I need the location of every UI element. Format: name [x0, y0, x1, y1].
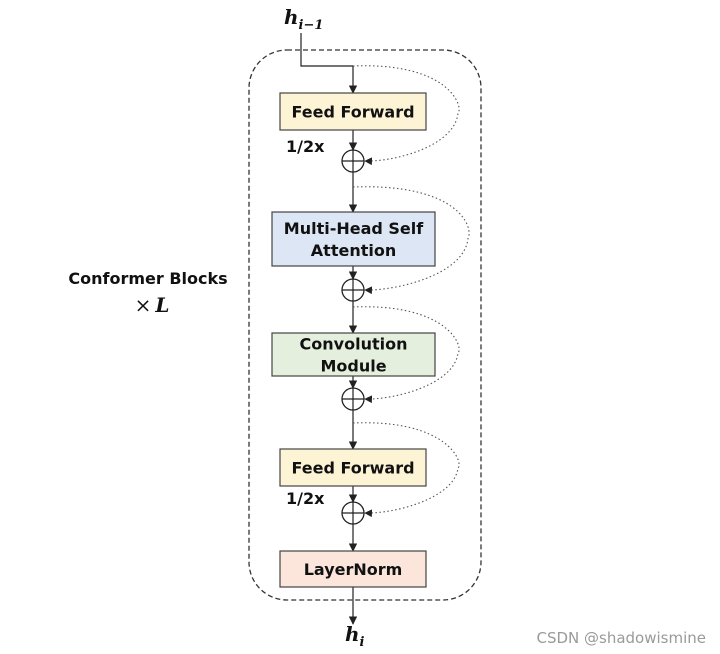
watermark: CSDN @shadowismine	[536, 629, 706, 647]
block-ln-label: LayerNorm	[304, 560, 403, 579]
block-ln	[279, 550, 427, 588]
block-conv	[271, 332, 436, 377]
input-label: hi−1	[284, 5, 323, 33]
block-conv-label: Module	[320, 357, 386, 376]
input-line	[300, 33, 353, 67]
block-ff1	[279, 92, 427, 131]
block-conv-label: Convolution	[300, 335, 408, 354]
residual-connection	[352, 186, 470, 295]
block-repeat: ×L	[135, 293, 170, 317]
block-mhsa	[271, 211, 436, 267]
block-title: Conformer Blocks	[68, 269, 227, 288]
output-label: hi	[345, 622, 365, 650]
block-mhsa-label: Multi-Head Self	[284, 219, 424, 238]
block-ff2	[279, 448, 427, 487]
scale-label: 1/2x	[286, 489, 325, 508]
block-mhsa-label: Attention	[311, 241, 396, 260]
scale-label: 1/2x	[286, 137, 325, 156]
residual-connection	[352, 65, 460, 166]
block-ff1-label: Feed Forward	[291, 103, 414, 122]
conformer-block-container	[248, 49, 482, 601]
block-ff2-label: Feed Forward	[291, 459, 414, 478]
residual-connection	[352, 306, 460, 404]
residual-connection	[352, 422, 460, 518]
